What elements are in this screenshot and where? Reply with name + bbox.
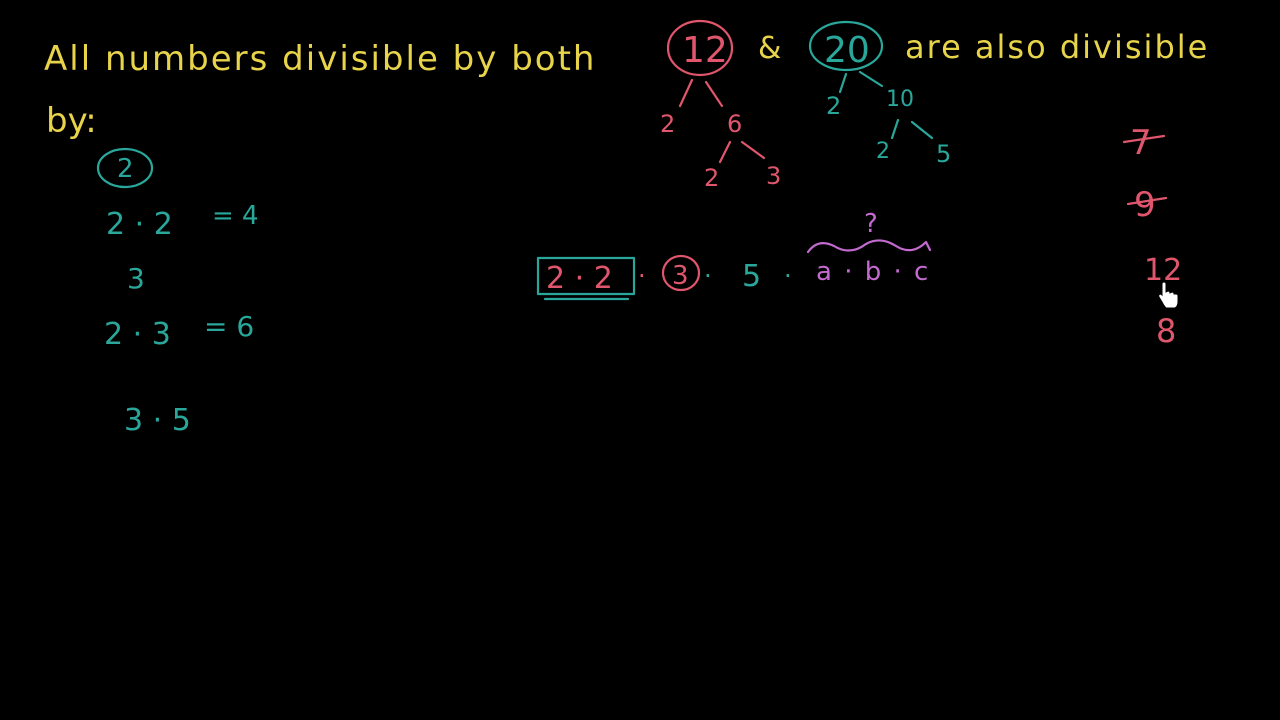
divisor-item5-expr: 3 · 5	[124, 403, 191, 438]
tree20-sub-branch-left	[890, 118, 900, 140]
divisor-item3: 3	[127, 262, 145, 295]
candidate-2-strike	[1126, 196, 1168, 206]
tree12-right-left: 2	[704, 164, 719, 192]
product-dot3: ·	[784, 262, 792, 290]
statement-line2: by:	[46, 101, 97, 141]
candidate-4: 8	[1156, 312, 1176, 350]
tree12-branch-right	[704, 80, 724, 108]
statement-num-b: 20	[824, 30, 870, 71]
divisor-item1: 2	[117, 154, 134, 184]
divisor-item2-expr: 2 · 2	[106, 207, 173, 242]
tree12-left: 2	[660, 110, 675, 138]
divisor-item2-result: = 4	[212, 201, 259, 231]
statement-line1-start: All numbers divisible by both	[44, 39, 596, 79]
product-dot2: ·	[704, 262, 712, 290]
tree20-right: 10	[886, 87, 914, 112]
box-2x2	[536, 256, 636, 296]
product-circled: 3	[672, 261, 689, 291]
hand-pointer-icon	[1158, 281, 1179, 309]
tree12-right-right: 3	[766, 162, 781, 190]
tree12-branch-left	[678, 78, 694, 108]
product-boxed: 2 · 2	[546, 261, 613, 296]
product-five: 5	[742, 259, 761, 294]
circle-20	[808, 20, 884, 72]
divisor-item4-result: = 6	[204, 310, 254, 343]
candidate-2: 9	[1134, 185, 1156, 225]
statement-amp: &	[758, 31, 781, 66]
tree20-right-left: 2	[876, 139, 890, 164]
tree12-sub-branch-right	[740, 140, 766, 160]
tree20-left: 2	[826, 92, 841, 120]
tree20-sub-branch-right	[910, 120, 934, 140]
unknown-brace	[806, 239, 932, 254]
circle-12	[666, 19, 734, 77]
circle-divisor-2	[96, 147, 154, 189]
candidate-1: 7	[1130, 123, 1152, 163]
candidate-1-strike	[1122, 134, 1166, 144]
tree20-branch-right	[858, 70, 884, 88]
tree12-right: 6	[727, 110, 742, 138]
product-dot1: ·	[638, 262, 646, 290]
product-question: ?	[864, 209, 878, 239]
product-unknown: a · b · c	[816, 257, 930, 287]
tree12-sub-branch-left	[718, 140, 732, 164]
tree20-right-right: 5	[936, 140, 951, 168]
tree20-branch-left	[838, 72, 848, 94]
statement-line1-end: are also divisible	[905, 28, 1209, 66]
statement-num-a: 12	[682, 30, 728, 71]
circle-product-3	[661, 254, 701, 292]
divisor-item4-expr: 2 · 3	[104, 317, 171, 352]
